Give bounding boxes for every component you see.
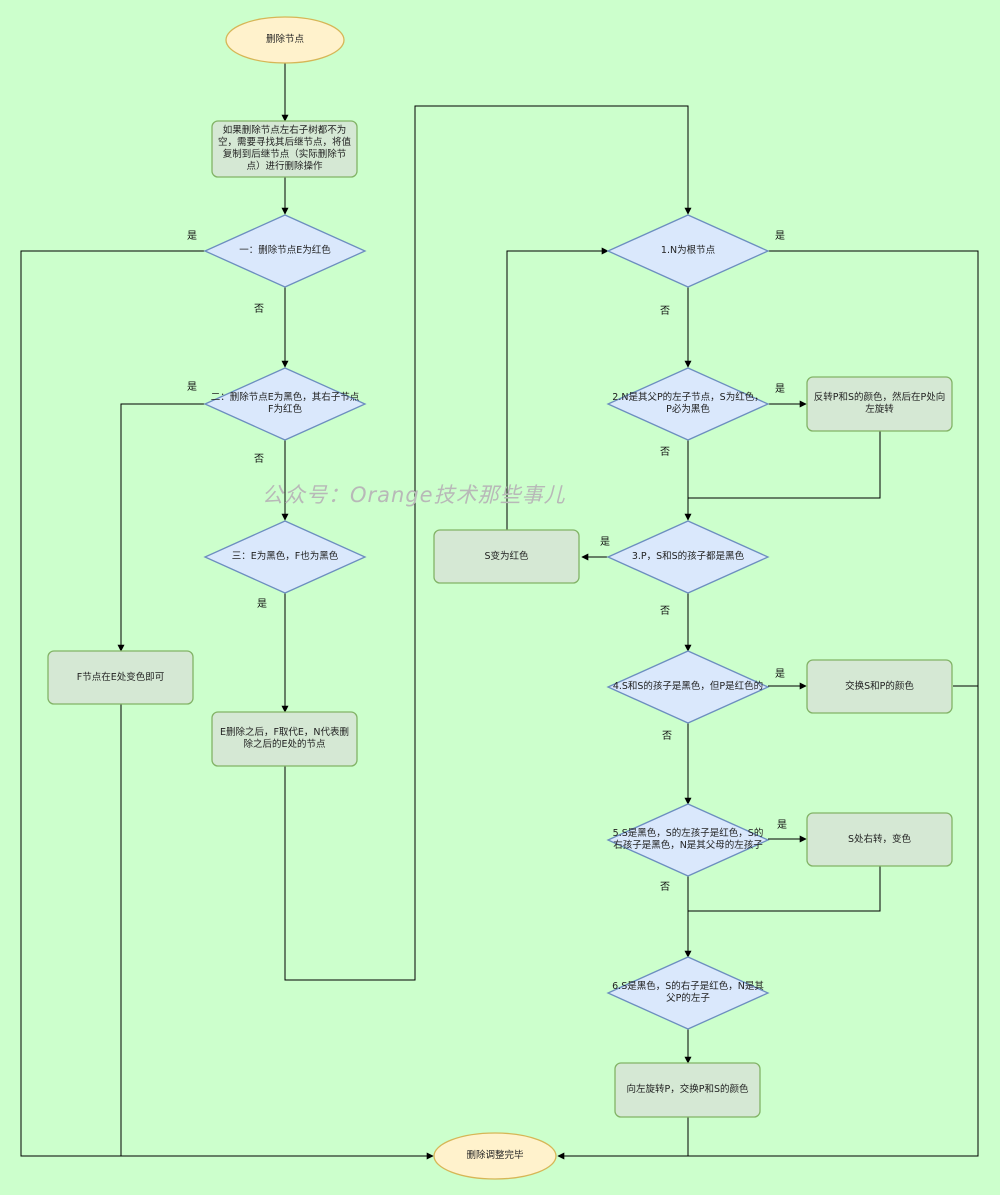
d1-no-label: 否 bbox=[254, 304, 264, 315]
c3-no-label: 否 bbox=[660, 606, 670, 617]
c5-diamond bbox=[606, 803, 770, 877]
c1-diamond bbox=[606, 214, 770, 288]
c6-label: 6.S是黑色，S的右子是红色，N是其父P的左子 bbox=[612, 981, 764, 1004]
c3-label: 3.P，S和S的孩子都是黑色 bbox=[631, 551, 745, 562]
c2-yes-label: 是 bbox=[775, 384, 785, 395]
edge-c5action-merge bbox=[688, 866, 881, 912]
c3-diamond bbox=[606, 520, 770, 594]
c4-action-label: 交换S和P的颜色 bbox=[845, 680, 914, 692]
c2-action-label: 反转P和S的颜色，然后在P处向左旋转 bbox=[813, 392, 946, 415]
d1-diamond bbox=[203, 214, 367, 288]
c2-label: 2.N是其父P的左子节点，S为红色，P必为黑色 bbox=[612, 392, 764, 415]
edge-d2-frecolor bbox=[117, 403, 205, 652]
c2-diamond bbox=[606, 367, 770, 441]
edge-c2action-merge bbox=[688, 431, 881, 499]
d2-no-label: 否 bbox=[254, 454, 264, 465]
c5-yes-label: 是 bbox=[777, 820, 787, 831]
c5-label: 5.S是黑色，S的左孩子是红色，S的右孩子是黑色，N是其父母的左孩子 bbox=[612, 828, 764, 851]
end-label: 删除调整完毕 bbox=[466, 1150, 524, 1161]
c5-action-box bbox=[806, 812, 953, 867]
edge-c3action-c1 bbox=[506, 247, 609, 530]
d2-diamond bbox=[203, 367, 367, 441]
e-after-box bbox=[211, 711, 358, 767]
watermark-text: 公众号：Orange技术那些事儿 bbox=[262, 483, 566, 507]
end-terminal bbox=[433, 1132, 557, 1180]
prep-label: 如果删除节点左右子树都不为空，需要寻找其后继节点，将值复制到后继节点（实际删除节… bbox=[218, 125, 352, 172]
c6-action-box bbox=[614, 1062, 761, 1118]
start-label: 删除节点 bbox=[265, 34, 304, 45]
edge-c1-end bbox=[557, 250, 979, 1160]
c2-action-box bbox=[806, 376, 953, 432]
c6-action-label: 向左旋转P，交换P和S的颜色 bbox=[626, 1084, 749, 1095]
start-terminal bbox=[225, 16, 345, 64]
c2-no-label: 否 bbox=[660, 447, 670, 458]
c1-no-label: 否 bbox=[660, 306, 670, 317]
edge-d1-end bbox=[20, 250, 434, 1160]
edge-eafter-c1 bbox=[284, 105, 692, 981]
c6-diamond bbox=[606, 956, 770, 1030]
c3-action-box bbox=[433, 529, 580, 584]
d1-yes-label: 是 bbox=[187, 231, 197, 242]
d1-label: 一：删除节点E为红色 bbox=[239, 245, 331, 256]
d3-label: 三：E为黑色，F也为黑色 bbox=[231, 551, 339, 562]
c4-label: 4.S和S的孩子是黑色，但P是红色的 bbox=[612, 681, 764, 692]
d2-label: 二：删除节点E为黑色，其右子节点F为红色 bbox=[210, 392, 360, 415]
c3-action-label: S变为红色 bbox=[484, 550, 529, 562]
prep-box bbox=[211, 120, 358, 178]
d2-yes-label: 是 bbox=[187, 382, 197, 393]
c4-yes-label: 是 bbox=[775, 669, 785, 680]
c4-action-box bbox=[806, 659, 953, 714]
c5-no-label: 否 bbox=[660, 882, 670, 893]
c1-label: 1.N为根节点 bbox=[660, 245, 716, 256]
edges bbox=[20, 63, 979, 1160]
shapes bbox=[47, 16, 953, 1180]
f-recolor-box bbox=[47, 650, 194, 705]
c4-no-label: 否 bbox=[662, 731, 672, 742]
c3-yes-label: 是 bbox=[600, 537, 610, 548]
c5-action-label: S处右转，变色 bbox=[847, 833, 912, 845]
f-recolor-label: F节点在E处变色即可 bbox=[76, 671, 165, 683]
c1-yes-label: 是 bbox=[775, 231, 785, 242]
c4-diamond bbox=[606, 650, 770, 724]
e-after-label: E删除之后，F取代E，N代表删除之后的E处的节点 bbox=[219, 727, 350, 750]
d3-yes-label: 是 bbox=[257, 599, 267, 610]
d3-diamond bbox=[203, 520, 367, 594]
